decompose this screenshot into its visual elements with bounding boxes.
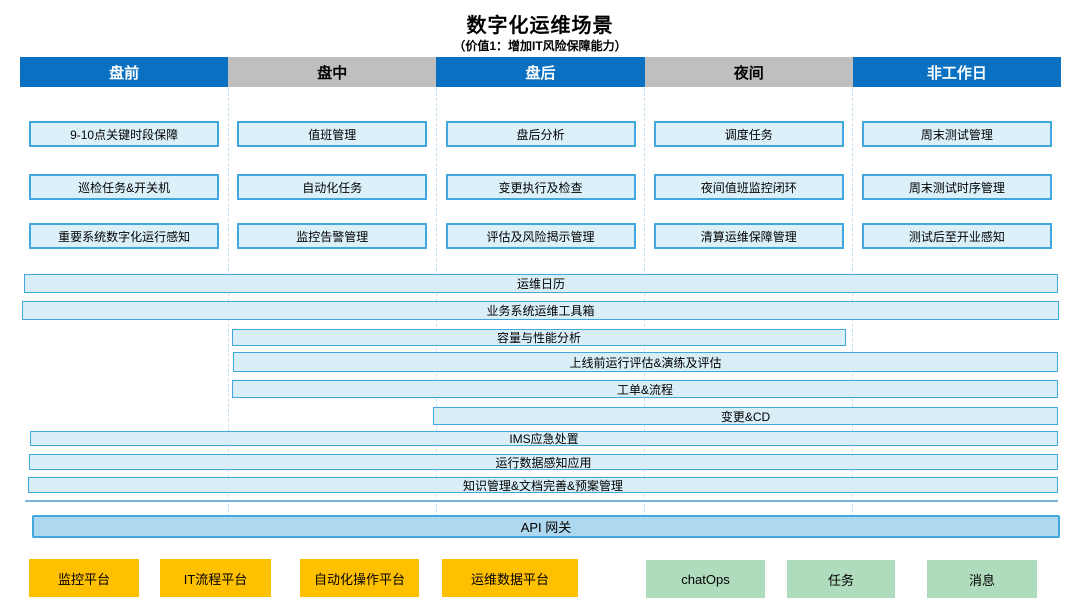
scenario-box-nonworkday-3: 测试后至开业感知: [861, 223, 1052, 249]
layer-bar-business-toolbox: 业务系统运维工具箱: [22, 301, 1059, 320]
layer-bar-capacity-analysis: 容量与性能分析: [232, 329, 846, 346]
layer-bar-ops-calendar: 运维日历: [24, 274, 1058, 293]
scenario-box-postmarket-2: 变更执行及检查: [445, 174, 636, 200]
channel-box-chatops: chatOps: [646, 560, 765, 598]
api-gateway-bar: API 网关: [32, 515, 1060, 538]
scenario-box-premarket-2: 巡检任务&开关机: [29, 174, 220, 200]
scenario-box-premarket-1: 9-10点关键时段保障: [29, 121, 220, 147]
scenario-box-postmarket-3: 评估及风险揭示管理: [445, 223, 636, 249]
layer-bar-data-sense: 运行数据感知应用: [29, 454, 1058, 470]
scenario-row-3: 重要系统数字化运行感知 监控告警管理 评估及风险揭示管理 清算运维保障管理 测试…: [20, 223, 1061, 249]
page-subtitle: （价值1：增加IT风险保障能力）: [453, 39, 627, 53]
layer-bar-knowledge-mgmt: 知识管理&文档完善&预案管理: [28, 477, 1058, 493]
page-title: 数字化运维场景: [466, 15, 614, 37]
scenario-row-2: 巡检任务&开关机 自动化任务 变更执行及检查 夜间值班监控闭环 周末测试时序管理: [20, 174, 1061, 200]
scenario-box-intraday-1: 值班管理: [237, 121, 428, 147]
platform-box-automation: 自动化操作平台: [300, 559, 419, 597]
channel-box-task: 任务: [787, 560, 895, 598]
section-divider-line: [25, 500, 1058, 502]
scenario-box-intraday-3: 监控告警管理: [237, 223, 428, 249]
layer-bar-change-cd: 变更&CD: [433, 407, 1058, 425]
column-header-intraday: 盘中: [228, 57, 437, 87]
platform-box-monitoring: 监控平台: [29, 559, 139, 597]
channel-box-message: 消息: [927, 560, 1037, 598]
layer-bar-ims-emergency: IMS应急处置: [30, 431, 1058, 446]
column-header-post-market: 盘后: [436, 57, 645, 87]
scenario-box-night-1: 调度任务: [653, 121, 844, 147]
scenario-box-intraday-2: 自动化任务: [237, 174, 428, 200]
phase-header-row: 盘前 盘中 盘后 夜间 非工作日: [20, 57, 1062, 87]
column-header-pre-market: 盘前: [20, 57, 229, 87]
layer-bar-ticket-process: 工单&流程: [232, 380, 1058, 398]
scenario-box-premarket-3: 重要系统数字化运行感知: [29, 223, 220, 249]
layer-bar-preonline-eval: 上线前运行评估&演练及评估: [233, 352, 1058, 372]
scenario-box-postmarket-1: 盘后分析: [445, 121, 636, 147]
column-header-non-workday: 非工作日: [852, 57, 1062, 87]
column-header-night: 夜间: [644, 57, 853, 87]
scenario-box-night-3: 清算运维保障管理: [653, 223, 844, 249]
platform-box-it-process: IT流程平台: [160, 559, 271, 597]
scenario-box-nonworkday-2: 周末测试时序管理: [861, 174, 1052, 200]
scenario-box-nonworkday-1: 周末测试管理: [861, 121, 1052, 147]
platform-box-ops-data: 运维数据平台: [442, 559, 578, 597]
scenario-row-1: 9-10点关键时段保障 值班管理 盘后分析 调度任务 周末测试管理: [20, 121, 1061, 147]
scenario-box-night-2: 夜间值班监控闭环: [653, 174, 844, 200]
